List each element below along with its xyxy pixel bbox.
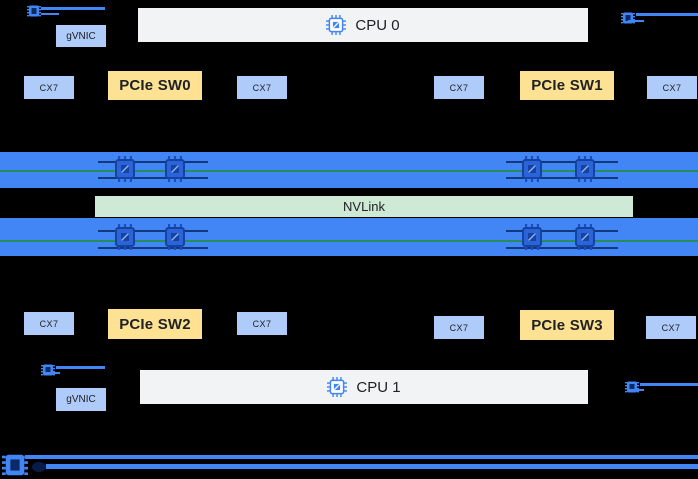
nic-chip-icon <box>625 380 639 394</box>
pcie-link-line <box>506 230 618 232</box>
cx7-box-5: CX7 <box>24 312 74 335</box>
pcie-link-line <box>506 161 618 163</box>
connector-dot <box>32 462 46 472</box>
pcie-link-line <box>506 177 618 179</box>
bottom-network-line-2 <box>46 464 698 469</box>
cx7-box-7: CX7 <box>434 316 484 339</box>
nvlink-link-line <box>0 240 698 242</box>
network-line <box>628 20 644 22</box>
cpu-chip-icon <box>326 15 346 35</box>
gpu-chip-icon <box>112 224 138 250</box>
pcie-link-line <box>98 177 208 179</box>
offload-chip-icon <box>2 452 28 478</box>
gvnic-box-top: gVNIC <box>56 25 106 47</box>
network-line <box>45 372 60 374</box>
gpu-chip-icon <box>519 156 545 182</box>
network-line <box>41 13 59 15</box>
cx7-box-2: CX7 <box>237 76 287 99</box>
pcie-switch-box-2: PCIe SW2 <box>108 309 202 339</box>
pcie-switch-box-3: PCIe SW3 <box>520 310 614 340</box>
gpu-chip-icon <box>572 156 598 182</box>
pcie-switch-box-1: PCIe SW1 <box>520 71 614 100</box>
nvlink-band: NVLink <box>95 196 633 217</box>
cx7-box-6: CX7 <box>237 312 287 335</box>
network-line <box>629 389 644 391</box>
cx7-box-8: CX7 <box>646 316 696 339</box>
network-line <box>41 7 105 10</box>
pcie-link-line <box>98 161 208 163</box>
nvlink-link-line <box>0 170 698 172</box>
cpu-chip-icon <box>327 377 347 397</box>
nic-chip-icon <box>27 4 41 18</box>
cx7-box-1: CX7 <box>24 76 74 99</box>
pcie-link-line <box>98 230 208 232</box>
gvnic-box-bottom: gVNIC <box>56 388 106 411</box>
cpu0-label: CPU 0 <box>355 16 400 34</box>
cx7-box-3: CX7 <box>434 76 484 99</box>
network-line <box>640 383 698 386</box>
pcie-link-line <box>506 247 618 249</box>
gpu-chip-icon <box>572 224 598 250</box>
gpu-chip-icon <box>519 224 545 250</box>
nic-chip-icon <box>41 363 55 377</box>
pcie-link-line <box>98 247 208 249</box>
pcie-switch-box-0: PCIe SW0 <box>108 71 202 100</box>
bottom-network-line-1 <box>25 455 698 459</box>
gpu-chip-icon <box>162 224 188 250</box>
network-line <box>636 13 698 16</box>
cpu0-box: CPU 0 <box>138 8 588 42</box>
network-line <box>56 366 105 369</box>
gpu-chip-icon <box>112 156 138 182</box>
cpu1-box: CPU 1 <box>140 370 588 404</box>
cpu1-label: CPU 1 <box>356 378 401 396</box>
cx7-box-4: CX7 <box>647 76 697 99</box>
gpu-chip-icon <box>162 156 188 182</box>
nic-chip-icon <box>621 11 635 25</box>
